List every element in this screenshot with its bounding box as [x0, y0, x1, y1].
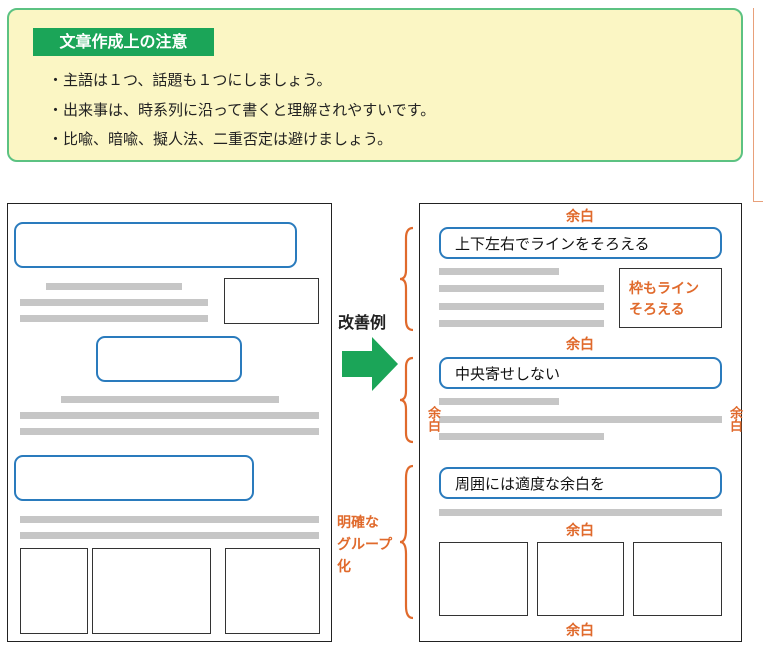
- text-line: [439, 285, 604, 292]
- text-line: [20, 412, 319, 419]
- text-line: [20, 516, 319, 523]
- group-label-line-2: グループ: [337, 537, 393, 553]
- text-line: [439, 268, 559, 275]
- margin-label-top: 余白: [566, 209, 594, 225]
- text-line: [439, 303, 604, 310]
- text-line: [439, 416, 722, 423]
- margin-label-lower: 余白: [566, 523, 594, 539]
- good-heading-box-1: 上下左右でラインをそろえる: [439, 227, 722, 259]
- note-item-3: ・比喩、暗喩、擬人法、二重否定は避けましょう。: [48, 130, 393, 148]
- bad-image-frame: [20, 548, 88, 634]
- margin-label-mid: 余白: [566, 337, 594, 353]
- text-line: [439, 509, 722, 516]
- text-line: [439, 320, 604, 327]
- good-image-frame: [633, 542, 722, 616]
- arrow-label: 改善例: [338, 313, 387, 332]
- frame-note: 枠もライン そろえる: [629, 279, 699, 321]
- text-line: [20, 428, 319, 435]
- text-line: [20, 532, 319, 539]
- bad-heading-box-2: [96, 336, 242, 382]
- good-image-frame: [439, 542, 528, 616]
- frame-note-line-2: そろえる: [629, 302, 685, 318]
- frame-note-line-1: 枠もライン: [629, 281, 699, 297]
- bad-heading-box-3: [14, 455, 254, 501]
- bad-image-frame: [225, 548, 320, 634]
- group-label-line-1: 明確な: [337, 515, 379, 531]
- notes-title: 文章作成上の注意: [33, 28, 214, 56]
- bad-heading-box-1: [14, 222, 297, 268]
- text-line: [439, 433, 604, 440]
- good-image-frame: [619, 268, 722, 328]
- text-line: [20, 299, 208, 306]
- brace-group-3: [399, 464, 414, 620]
- good-image-frame: [537, 542, 624, 616]
- bad-image-frame: [92, 548, 211, 634]
- text-line: [439, 398, 559, 405]
- good-heading-box-2: 中央寄せしない: [439, 357, 722, 389]
- brace-group-1: [399, 226, 414, 332]
- group-label-line-3: 化: [337, 559, 351, 575]
- bad-image-frame: [224, 278, 319, 324]
- good-heading-box-3: 周囲には適度な余白を: [439, 467, 722, 499]
- right-arrow-icon: [342, 337, 398, 391]
- margin-label-right: 余白: [727, 406, 742, 432]
- side-bracket: [753, 8, 763, 202]
- brace-group-2: [399, 356, 414, 444]
- group-label: 明確な グループ 化: [337, 512, 392, 578]
- margin-label-bottom: 余白: [566, 623, 594, 639]
- note-item-2: ・出来事は、時系列に沿って書くと理解されやすいです。: [48, 101, 436, 119]
- text-line: [61, 396, 279, 403]
- text-line: [20, 315, 208, 322]
- margin-label-left: 余白: [425, 406, 440, 432]
- text-line: [46, 283, 182, 290]
- note-item-1: ・主語は１つ、話題も１つにしましょう。: [48, 71, 332, 89]
